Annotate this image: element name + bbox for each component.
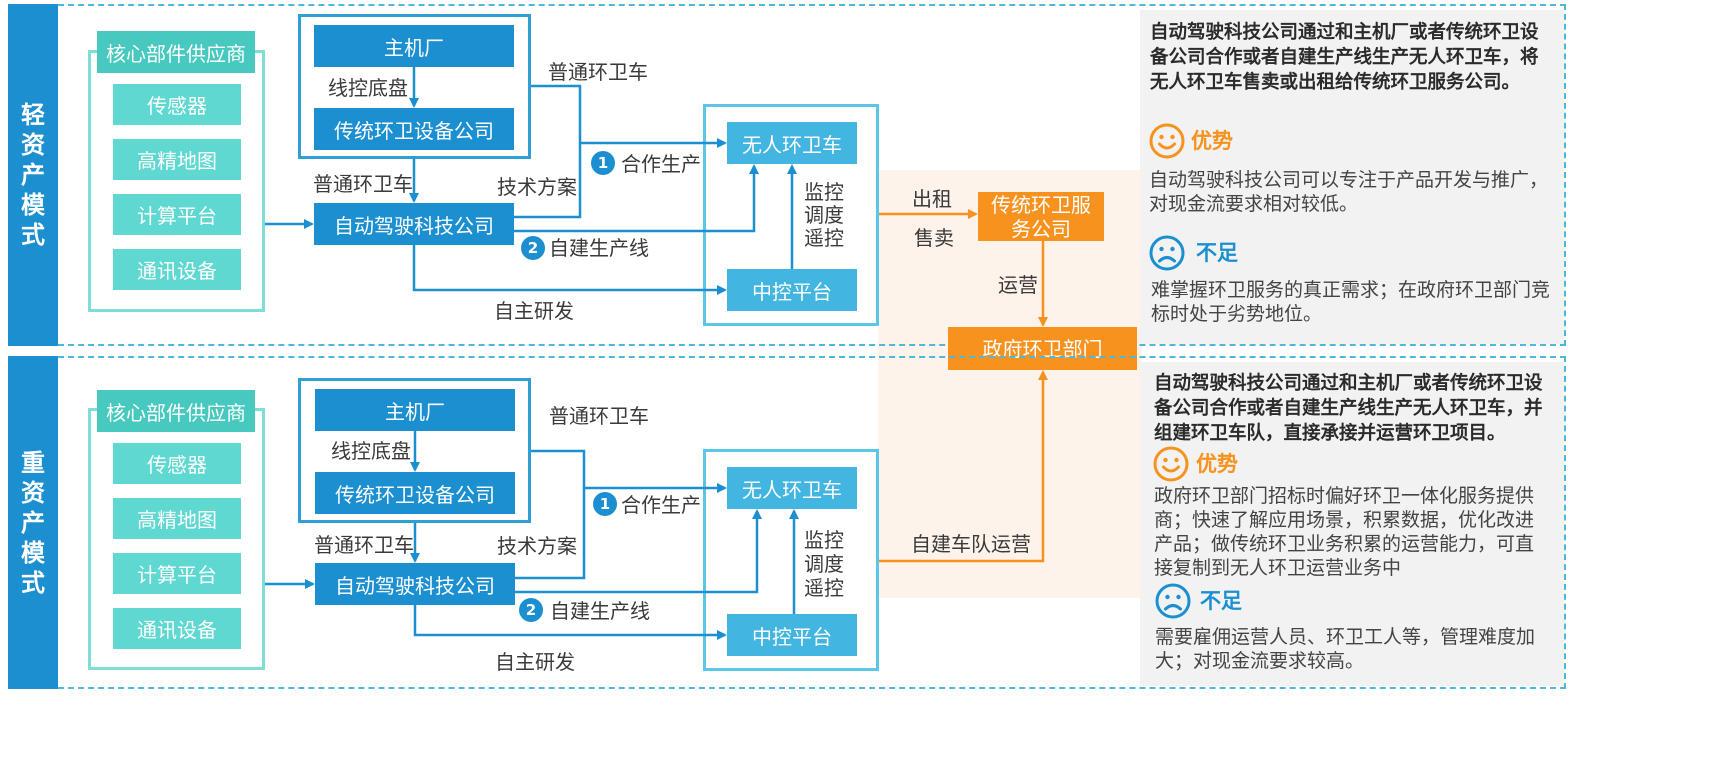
light-pro-text: 自动驾驶科技公司可以专注于产品开发与推广，对现金流要求相对较低。 — [1149, 169, 1549, 215]
light-con-label: 不足 — [1196, 241, 1238, 265]
heavy-monitor-label: 监控 — [804, 528, 844, 552]
light-tech-solution-label: 技术方案 — [497, 175, 577, 199]
heavy-component-comms: 通讯设备 — [113, 608, 241, 649]
light-route1-number: 1 — [591, 151, 615, 175]
light-asset-mode-label: 轻资产模式 — [8, 4, 58, 346]
light-normal-vehicle-label-top: 普通环卫车 — [548, 60, 648, 84]
heavy-con-label: 不足 — [1200, 589, 1242, 613]
heavy-route1-label: 合作生产 — [621, 493, 701, 517]
light-component-hd-map: 高精地图 — [113, 139, 241, 180]
light-rent-label: 出租 — [912, 187, 952, 211]
smile-icon — [1149, 123, 1185, 159]
heavy-pro-label: 优势 — [1196, 452, 1238, 476]
heavy-chassis-label: 线控底盘 — [331, 439, 411, 463]
heavy-remote-label: 遥控 — [804, 576, 844, 600]
light-route2-number: 2 — [521, 236, 545, 260]
light-unmanned-vehicle-box: 无人环卫车 — [727, 122, 857, 164]
light-control-platform-box: 中控平台 — [727, 269, 857, 311]
frown-icon — [1149, 235, 1185, 271]
light-description-panel — [1140, 10, 1564, 344]
heavy-component-sensor: 传感器 — [113, 443, 241, 484]
smile-icon — [1153, 446, 1189, 482]
heavy-panel-title: 自动驾驶科技公司通过和主机厂或者传统环卫设备公司合作或者自建生产线生产无人环卫车… — [1154, 373, 1543, 444]
heavy-dispatch-label: 调度 — [804, 552, 844, 576]
light-route1-label: 合作生产 — [621, 152, 701, 176]
light-normal-vehicle-label-left: 普通环卫车 — [313, 172, 413, 196]
heavy-traditional-equipment-box: 传统环卫设备公司 — [315, 472, 515, 514]
light-con-text: 难掌握环卫服务的真正需求；在政府环卫部门竞标时处于劣势地位。 — [1151, 279, 1551, 325]
heavy-arrow-normal-vehicle-return — [515, 449, 586, 580]
light-remote-label: 遥控 — [804, 226, 844, 250]
heavy-control-platform-box: 中控平台 — [727, 614, 857, 656]
light-arrow-self-build — [514, 164, 759, 233]
light-monitor-label: 监控 — [804, 180, 844, 204]
heavy-route1-number: 1 — [593, 492, 617, 516]
heavy-tech-solution-label: 技术方案 — [497, 534, 577, 558]
traditional-service-company-label: 传统环卫服务公司 — [991, 192, 1091, 241]
heavy-unmanned-vehicle-box: 无人环卫车 — [727, 467, 857, 509]
light-arrow-normal-vehicle-return — [514, 84, 582, 219]
heavy-fleet-operation-label: 自建车队运营 — [911, 532, 1031, 556]
light-self-rd-label: 自主研发 — [494, 299, 574, 323]
government-sanitation-box: 政府环卫部门 — [948, 327, 1137, 370]
light-dispatch-label: 调度 — [804, 203, 844, 227]
light-route2-label: 自建生产线 — [549, 236, 649, 260]
heavy-oem-box: 主机厂 — [315, 389, 515, 431]
heavy-arrow-self-build — [515, 509, 762, 594]
light-operate-label: 运营 — [998, 273, 1038, 297]
heavy-route2-label: 自建生产线 — [550, 599, 650, 623]
traditional-service-company-box: 传统环卫服务公司 — [978, 192, 1104, 241]
heavy-arrow-self-rd — [413, 605, 727, 640]
heavy-component-hd-map: 高精地图 — [113, 498, 241, 539]
service-area-background — [878, 170, 1142, 598]
light-component-compute: 计算平台 — [113, 194, 241, 235]
light-autonomous-company-box: 自动驾驶科技公司 — [314, 203, 514, 245]
heavy-normal-vehicle-label-left: 普通环卫车 — [314, 533, 414, 557]
heavy-route2-number: 2 — [519, 598, 543, 622]
heavy-con-text: 需要雇佣运营人员、环卫工人等，管理难度加大；对现金流要求较高。 — [1155, 626, 1536, 672]
heavy-supplier-header: 核心部件供应商 — [97, 390, 255, 432]
light-component-sensor: 传感器 — [113, 84, 241, 125]
heavy-self-rd-label: 自主研发 — [495, 650, 575, 674]
heavy-normal-vehicle-label-top: 普通环卫车 — [549, 404, 649, 428]
heavy-pro-text: 政府环卫部门招标时偏好环卫一体化服务提供商；快速了解应用场景，积累数据，优化改进… — [1154, 485, 1535, 579]
light-oem-box: 主机厂 — [314, 25, 514, 67]
light-sell-label: 售卖 — [914, 226, 954, 250]
light-component-comms: 通讯设备 — [113, 249, 241, 290]
light-panel-title: 自动驾驶科技公司通过和主机厂或者传统环卫设备公司合作或者自建生产线生产无人环卫车… — [1150, 22, 1539, 93]
light-arrow-self-rd — [412, 245, 727, 295]
frown-icon — [1155, 583, 1191, 619]
light-pro-label: 优势 — [1191, 129, 1233, 153]
heavy-asset-mode-label: 重资产模式 — [8, 356, 58, 689]
arrow-fleet-operation — [879, 370, 1048, 563]
heavy-description-panel — [1140, 362, 1564, 686]
heavy-autonomous-company-box: 自动驾驶科技公司 — [315, 563, 515, 605]
light-traditional-equipment-box: 传统环卫设备公司 — [314, 108, 514, 150]
heavy-component-compute: 计算平台 — [113, 553, 241, 594]
light-supplier-header: 核心部件供应商 — [97, 31, 255, 73]
light-chassis-label: 线控底盘 — [328, 76, 408, 100]
